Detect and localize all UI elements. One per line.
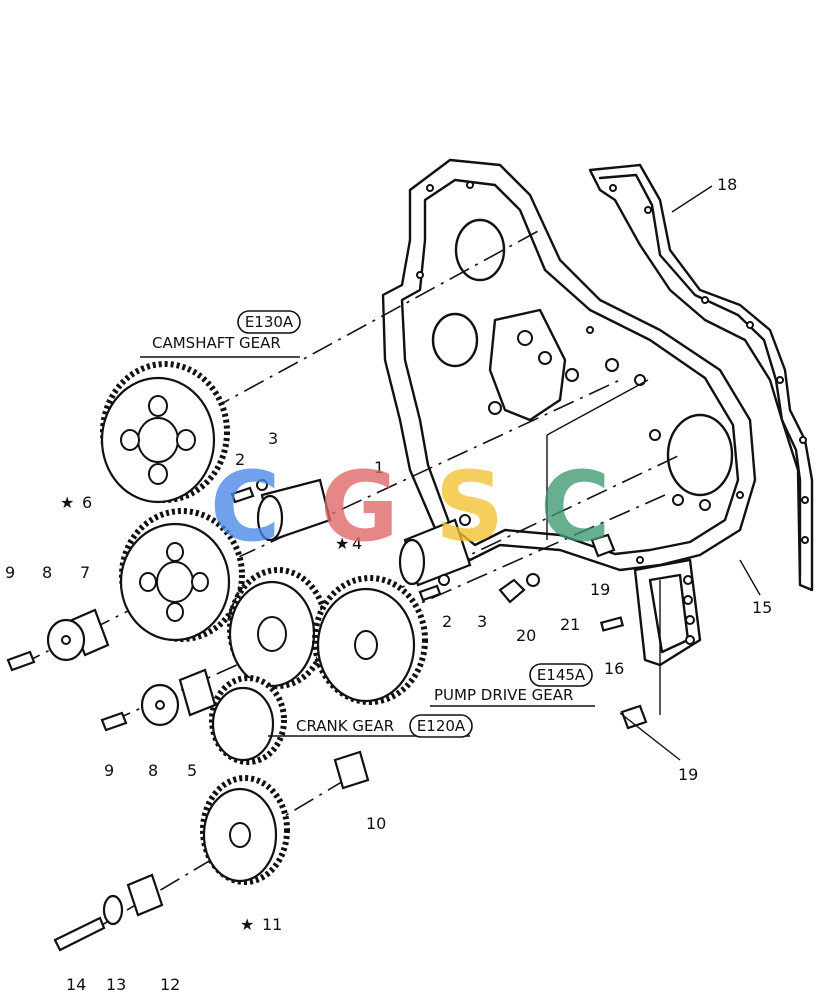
- bolt-part-2-lower: [418, 584, 442, 602]
- gear-part-11: [200, 775, 290, 885]
- watermark-letter: S: [435, 451, 504, 563]
- callout-20: 20: [516, 626, 536, 645]
- bolt-part-9-upper: [6, 650, 36, 672]
- bolt-part-2-upper: [230, 486, 255, 504]
- washer-part-3-lower: [438, 574, 450, 586]
- callout-8-lower: 8: [148, 761, 158, 780]
- code-box-camshaft: E130A: [237, 310, 301, 334]
- camshaft-code: E130A: [245, 313, 294, 331]
- small-hardware: [6, 479, 540, 952]
- nut-part-20: [498, 578, 526, 604]
- callout-5: 5: [187, 761, 197, 780]
- callout-11-star: ★: [240, 915, 254, 934]
- callout-4-star: ★: [335, 534, 349, 553]
- callout-12: 12: [160, 975, 180, 994]
- callout-6-star: ★: [60, 493, 74, 512]
- callout-9-lower: 9: [104, 761, 114, 780]
- callout-19-lower: 19: [678, 765, 698, 784]
- plug-part-19-lower: [620, 704, 648, 730]
- shaft-part-4: [256, 478, 332, 542]
- pump-drive-gear: [312, 575, 428, 705]
- pump-drive-gear-label: PUMP DRIVE GEAR: [434, 686, 573, 704]
- callout-9-upper: 9: [5, 563, 15, 582]
- callout-18: 18: [717, 175, 737, 194]
- idler-gear-second: [227, 567, 329, 689]
- washer-part-13: [102, 894, 124, 926]
- shaft-part-1: [398, 518, 472, 587]
- callout-2-lower: 2: [442, 612, 452, 631]
- washer-part-21: [526, 573, 540, 587]
- watermark-letter: G: [320, 451, 399, 563]
- camshaft-gear: [100, 361, 230, 504]
- callout-7: 7: [80, 563, 90, 582]
- callout-15: 15: [752, 598, 772, 617]
- bushing-part-12: [126, 873, 164, 917]
- callout-2-upper: 2: [235, 450, 245, 469]
- code-box-pump: E145A: [529, 663, 593, 687]
- callout-8-upper: 8: [42, 563, 52, 582]
- callout-21: 21: [560, 615, 580, 634]
- callout-numbers: 1 2 2 3 3 ★ 4 5 ★ 6 7 8 8 9 9 10 ★ 11 12…: [5, 175, 772, 994]
- callout-19-upper: 19: [590, 580, 610, 599]
- pin-part-10: [333, 750, 370, 790]
- crank-code: E120A: [417, 717, 466, 735]
- bolt-part-9-lower: [100, 711, 128, 732]
- crank-gear-label: CRANK GEAR: [296, 717, 394, 735]
- callout-13: 13: [106, 975, 126, 994]
- callout-6: 6: [82, 493, 92, 512]
- plug-part-19-upper: [590, 533, 616, 558]
- callout-11: 11: [262, 915, 282, 934]
- callout-4: 4: [352, 534, 362, 553]
- idler-gear-part-6: [119, 508, 245, 642]
- callout-3-upper: 3: [268, 429, 278, 448]
- washer-part-3-upper: [256, 479, 268, 491]
- pump-code: E145A: [537, 666, 586, 684]
- callout-3-lower: 3: [477, 612, 487, 631]
- gasket-part-18: [588, 163, 814, 592]
- callout-16: 16: [604, 659, 624, 678]
- watermark-letter: C: [540, 451, 610, 563]
- bracket-assembly: [590, 533, 702, 730]
- callout-14: 14: [66, 975, 86, 994]
- crank-gear: [209, 675, 287, 765]
- bolt-part-14: [53, 916, 106, 952]
- callout-1: 1: [374, 458, 384, 477]
- bushing-part-5: [178, 668, 217, 717]
- camshaft-gear-label: CAMSHAFT GEAR: [152, 334, 281, 352]
- callout-10: 10: [366, 814, 386, 833]
- pin-part-16: [599, 616, 625, 632]
- watermark-letter: C: [210, 451, 280, 563]
- code-box-crank: E120A: [409, 714, 473, 738]
